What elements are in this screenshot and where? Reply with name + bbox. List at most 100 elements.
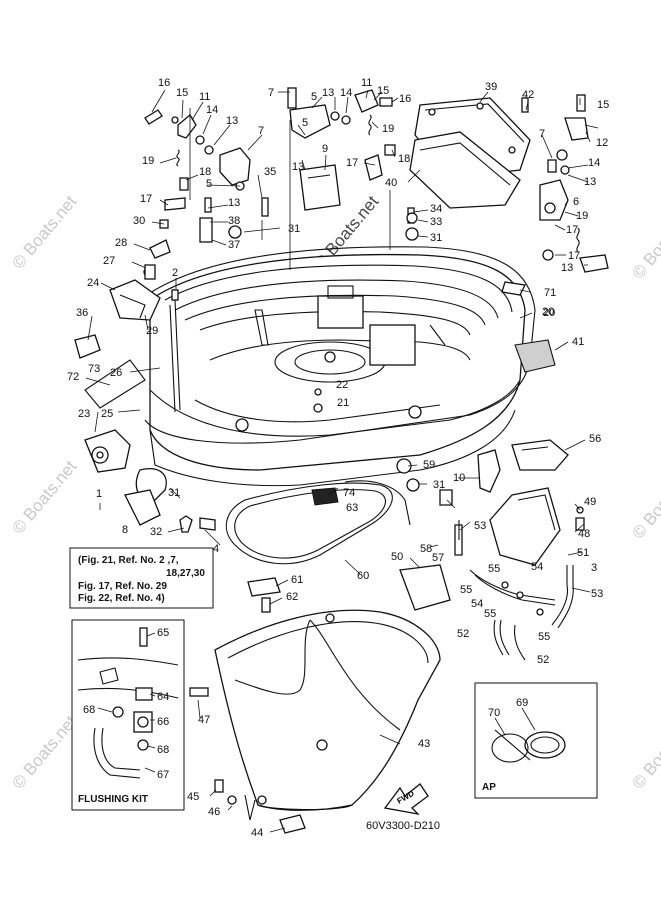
flushing-kit-box: FLUSHING KIT xyxy=(71,619,185,811)
part-number-label: 32 xyxy=(150,526,162,538)
watermark-left-mid: © Boats.net xyxy=(9,457,81,538)
part-number-label: 12 xyxy=(596,137,608,149)
part-number-label: 14 xyxy=(206,104,218,116)
part-number-label: 13 xyxy=(292,161,304,173)
part-number-label: 15 xyxy=(176,87,188,99)
part-number-label: 72 xyxy=(67,371,79,383)
part-number-label: 31 xyxy=(433,479,445,491)
part-number-label: 22 xyxy=(336,379,348,391)
top-left-parts xyxy=(74,109,269,533)
part-number-label: 5 xyxy=(311,91,317,103)
watermark-left-top: © Boats.net xyxy=(9,192,81,273)
part-number-label: 19 xyxy=(142,155,154,167)
part-number-label: 18 xyxy=(398,153,410,165)
part-number-label: 66 xyxy=(157,716,169,728)
part-number-label: 59 xyxy=(423,459,435,471)
part-number-label: 17 xyxy=(346,157,358,169)
part-number-label: 13 xyxy=(228,197,240,209)
right-side-parts xyxy=(399,339,585,661)
lower-center-parts xyxy=(189,403,420,834)
part-number-label: 63 xyxy=(346,502,358,514)
flushing-kit-title: FLUSHING KIT xyxy=(78,794,148,805)
part-number-label: 31 xyxy=(168,487,180,499)
part-number-label: 39 xyxy=(485,81,497,93)
part-number-label: 1 xyxy=(96,488,102,500)
part-number-label: 8 xyxy=(122,524,128,536)
part-number-label: 15 xyxy=(377,85,389,97)
part-number-label: 56 xyxy=(589,433,601,445)
part-number-label: 67 xyxy=(157,769,169,781)
part-number-label: 26 xyxy=(110,367,122,379)
bottom-cowling xyxy=(149,253,526,487)
part-number-label: 18 xyxy=(199,166,211,178)
part-number-label: 48 xyxy=(578,528,590,540)
part-number-label: 40 xyxy=(385,177,397,189)
ref-line-4: Fig. 22, Ref. No. 4) xyxy=(78,593,165,604)
leader-lines xyxy=(85,89,599,833)
part-number-label: 15 xyxy=(597,99,609,111)
part-number-label: 69 xyxy=(516,697,528,709)
part-number-label: 19 xyxy=(382,123,394,135)
part-number-label: 29 xyxy=(146,325,158,337)
part-number-label: 21 xyxy=(337,397,349,409)
part-number-label: 17 xyxy=(568,250,580,262)
part-number-label: 42 xyxy=(522,89,534,101)
part-number-label: 9 xyxy=(322,143,328,155)
part-number-label: 16 xyxy=(399,93,411,105)
seal-assembly xyxy=(225,480,411,565)
part-number-label: 13 xyxy=(322,87,334,99)
part-number-label: 60 xyxy=(357,570,369,582)
part-number-label: 23 xyxy=(78,408,90,420)
part-number-label: 4 xyxy=(213,543,219,555)
part-number-label: 51 xyxy=(577,547,589,559)
ref-line-2: 18,27,30 xyxy=(166,568,205,579)
part-number-label: 38 xyxy=(228,215,240,227)
part-number-label: 68 xyxy=(157,744,169,756)
part-number-label: 55 xyxy=(484,608,496,620)
watermark-right-top: © Boats.net xyxy=(629,202,661,283)
part-number-label: 62 xyxy=(286,591,298,603)
part-number-label: 54 xyxy=(531,561,543,573)
part-number-label: 11 xyxy=(199,91,210,103)
part-number-label: 7 xyxy=(539,128,545,140)
part-number-label: 35 xyxy=(264,166,276,178)
part-number-label: 31 xyxy=(430,232,442,244)
ap-box: AP xyxy=(474,682,598,799)
part-number-label: 49 xyxy=(584,496,596,508)
part-number-label: 36 xyxy=(76,307,88,319)
part-number-label: 55 xyxy=(538,631,550,643)
fwd-arrow: FWD xyxy=(383,783,429,816)
lower-skirt-43 xyxy=(214,609,441,811)
gasket-20 xyxy=(139,246,536,444)
top-center-parts xyxy=(287,87,419,241)
part-number-label: 11 xyxy=(361,77,372,89)
part-number-label: 43 xyxy=(418,738,430,750)
part-number-label: 28 xyxy=(115,237,127,249)
part-number-label: 14 xyxy=(588,157,600,169)
part-number-label: 13 xyxy=(226,115,238,127)
top-right-parts xyxy=(409,94,609,296)
ref-line-1: (Fig. 21, Ref. No. 2 ,7, xyxy=(78,555,179,566)
part-number-label: 27 xyxy=(103,255,115,267)
part-number-label: 3 xyxy=(591,562,597,574)
part-number-label: 13 xyxy=(584,176,596,188)
part-number-label: 57 xyxy=(432,552,444,564)
part-number-label: 53 xyxy=(591,588,603,600)
part-number-label: 65 xyxy=(157,627,169,639)
part-number-label: 33 xyxy=(430,216,442,228)
part-number-label: 34 xyxy=(430,203,442,215)
part-number-label: 20 xyxy=(542,306,554,318)
part-number-label: 41 xyxy=(572,336,584,348)
part-number-label: 53 xyxy=(474,520,486,532)
part-number-label: 44 xyxy=(251,827,263,839)
part-number-label: 70 xyxy=(488,707,500,719)
part-number-label: 31 xyxy=(288,223,300,235)
part-number-label: 10 xyxy=(453,472,465,484)
part-number-label: 20 xyxy=(543,307,555,319)
part-number-label: 24 xyxy=(87,277,99,289)
part-number-label: 37 xyxy=(228,239,240,251)
watermark-right-bot: © Boats.net xyxy=(629,712,661,793)
part-number-label: 50 xyxy=(391,551,403,563)
